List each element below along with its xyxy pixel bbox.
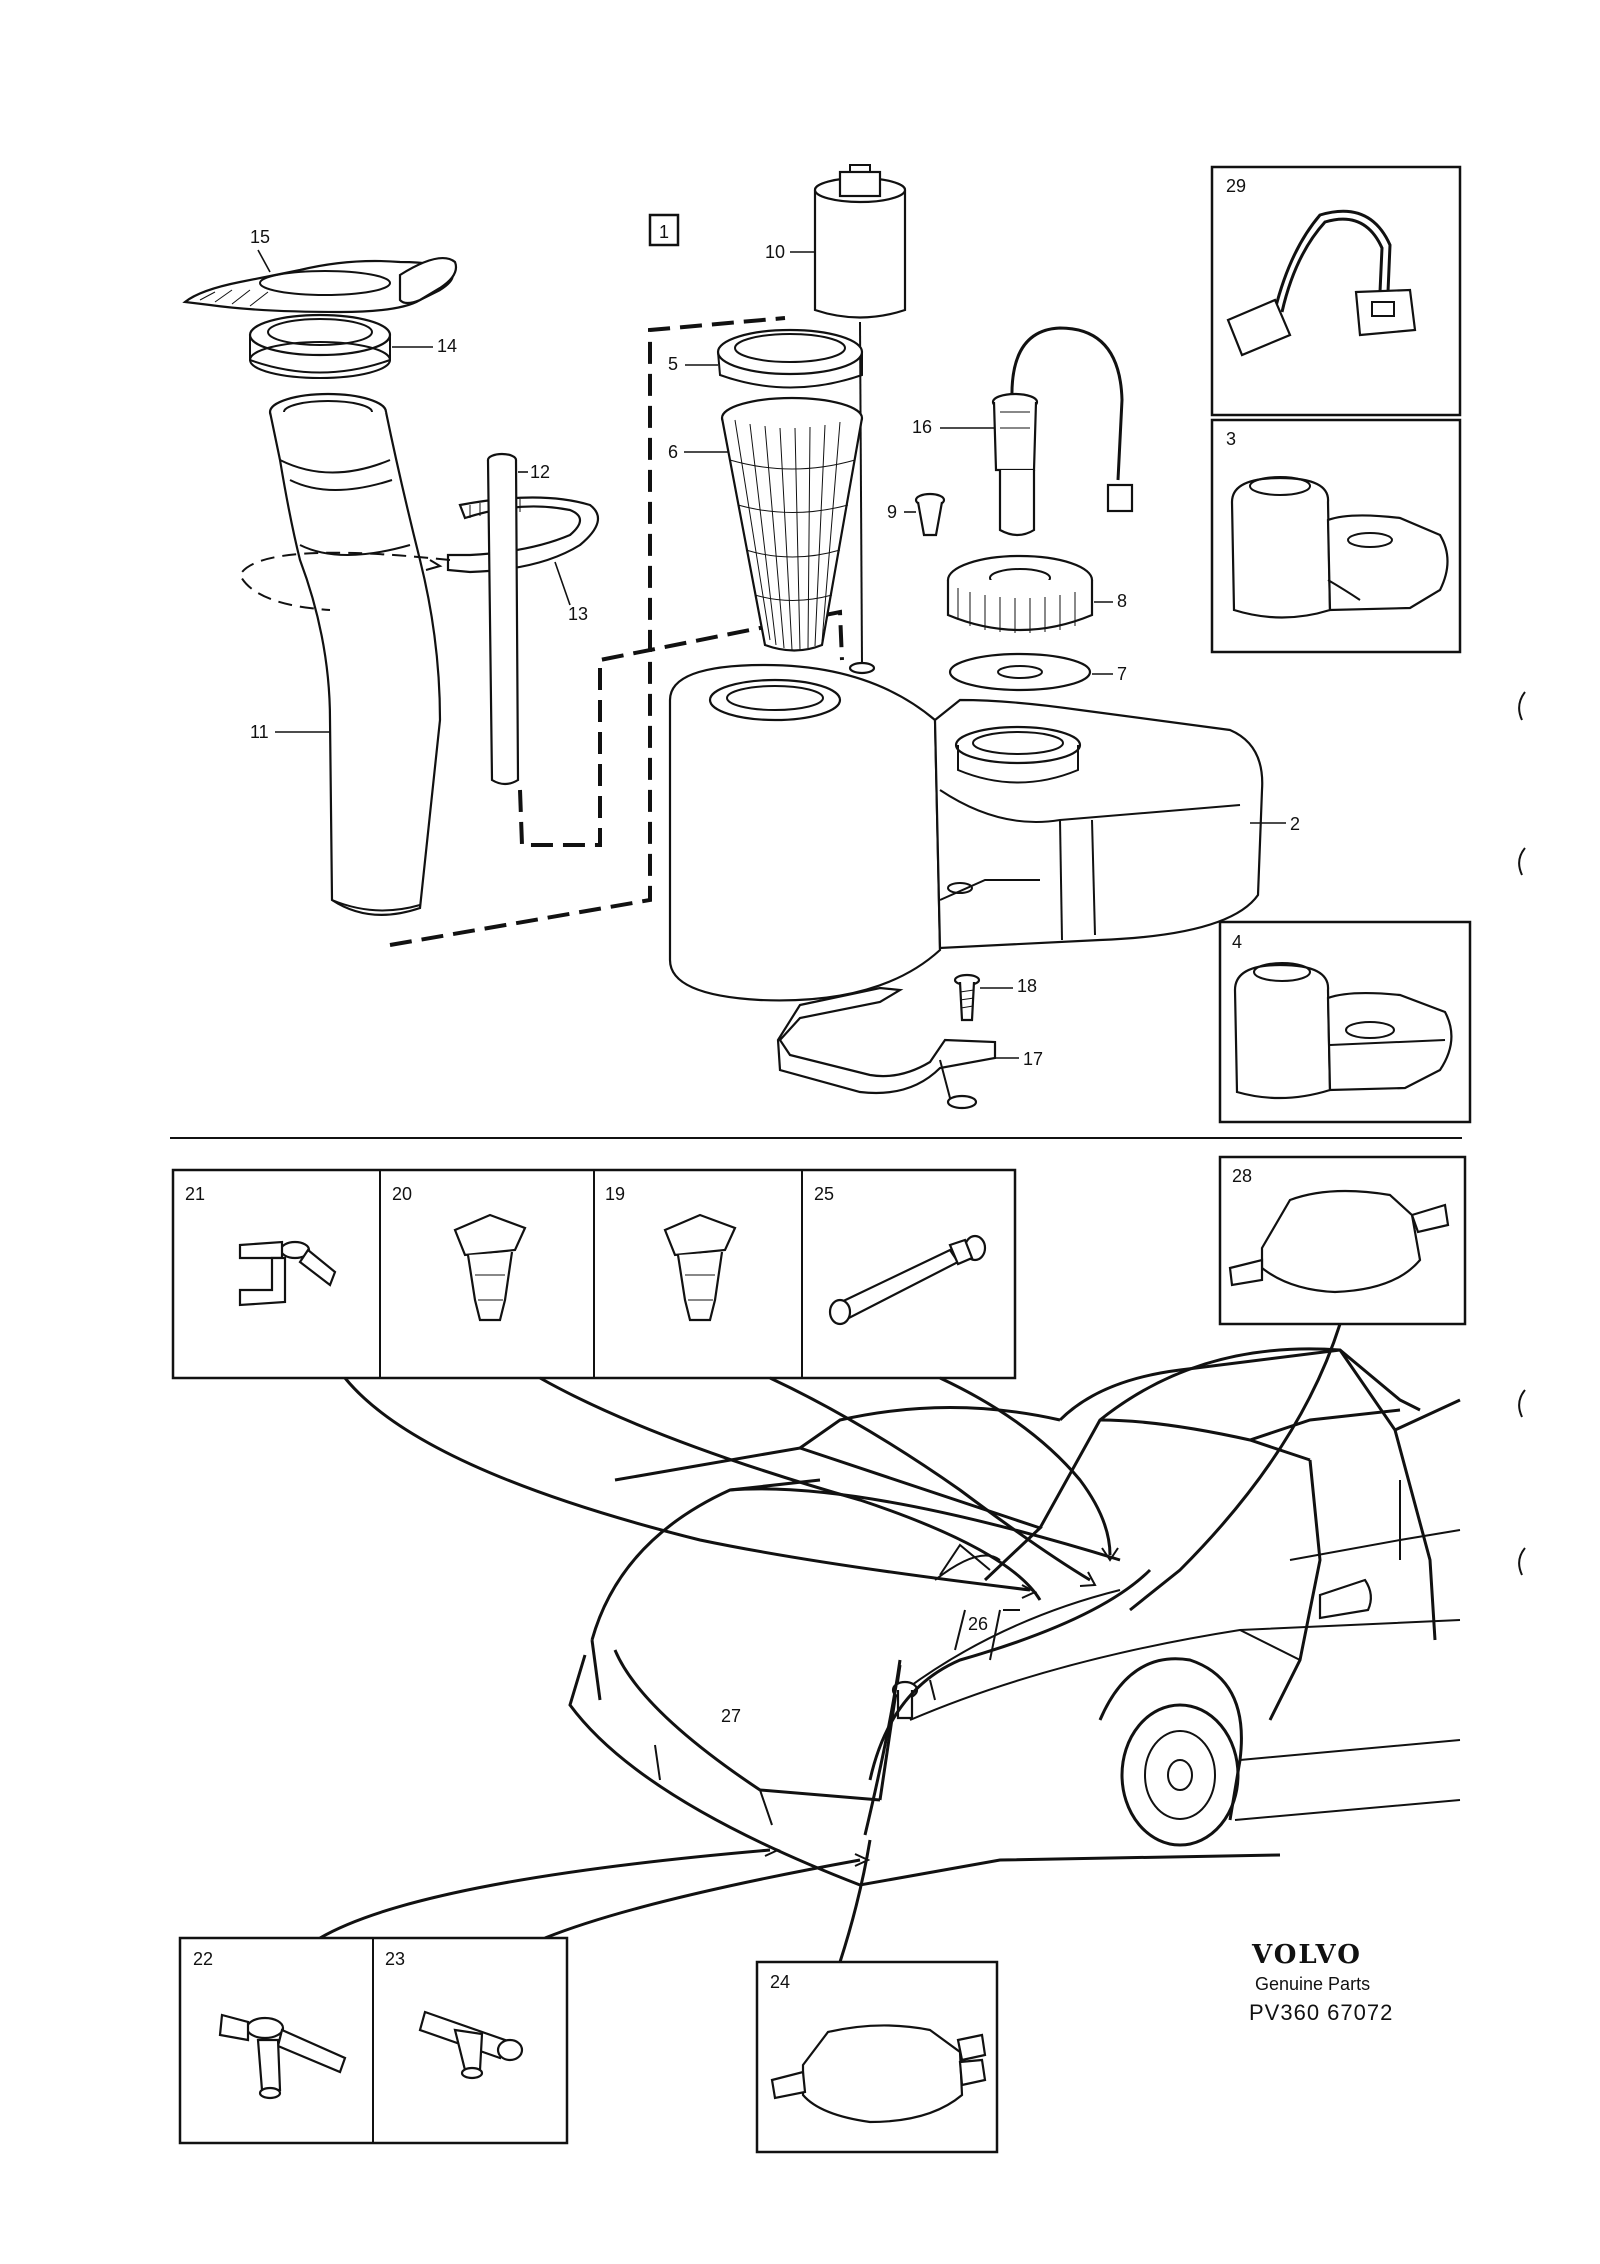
hose-routing-lines xyxy=(319,1323,1342,1963)
callout-25: 25 xyxy=(814,1184,834,1204)
callout-5: 5 xyxy=(668,354,678,374)
callout-1: 1 xyxy=(659,222,669,242)
callout-29: 29 xyxy=(1226,176,1246,196)
callout-24: 24 xyxy=(770,1972,790,1992)
part-23-t-connector xyxy=(418,2010,524,2080)
part-16-level-sensor xyxy=(991,326,1134,537)
part-9-grommet xyxy=(914,492,946,537)
part-11-filler-pipe xyxy=(268,392,442,916)
box-29-wiring-harness xyxy=(1210,165,1462,417)
part-5-ring xyxy=(716,328,864,389)
callout-16: 16 xyxy=(912,417,932,437)
part-25-straight-connector xyxy=(828,1234,987,1326)
brand-tagline: Genuine Parts xyxy=(1255,1974,1370,1994)
callout-2: 2 xyxy=(1290,814,1300,834)
part-6-filter-basket xyxy=(720,396,864,652)
callout-22: 22 xyxy=(193,1949,213,1969)
part-12-hose xyxy=(486,452,520,786)
box-3-reservoir-variant xyxy=(1210,418,1462,654)
callout-28: 28 xyxy=(1232,1166,1252,1186)
box-4-reservoir-variant xyxy=(1218,920,1472,1124)
box-28-pump xyxy=(1218,1155,1467,1326)
callout-15: 15 xyxy=(250,227,270,247)
callout-21: 21 xyxy=(185,1184,205,1204)
part-21-t-connector xyxy=(238,1240,337,1307)
part-19-nozzle xyxy=(663,1213,737,1322)
callout-18: 18 xyxy=(1017,976,1037,996)
car-front-view xyxy=(568,1347,1461,1887)
part-8-threaded-cap xyxy=(946,554,1094,633)
callout-6: 6 xyxy=(668,442,678,462)
callout-10: 10 xyxy=(765,242,785,262)
diagram-code: PV360 67072 xyxy=(1249,2000,1393,2025)
callout-19: 19 xyxy=(605,1184,625,1204)
callout-27: 27 xyxy=(721,1706,741,1726)
callout-13: 13 xyxy=(568,604,588,624)
callout-8: 8 xyxy=(1117,591,1127,611)
callout-17: 17 xyxy=(1023,1049,1043,1069)
part-15-filler-cap xyxy=(182,257,458,314)
callout-20: 20 xyxy=(392,1184,412,1204)
callout-14: 14 xyxy=(437,336,457,356)
part-7-washer xyxy=(948,652,1092,692)
connector-boxes-row xyxy=(171,1168,1017,1380)
volvo-logo: VOLVO xyxy=(1251,1940,1362,1970)
group-marker-1: 1 xyxy=(648,213,680,247)
callout-3: 3 xyxy=(1226,429,1236,449)
part-14-seal-ring xyxy=(248,313,392,379)
part-10-pump xyxy=(813,164,907,319)
part-20-nozzle xyxy=(453,1213,527,1322)
margin-marks xyxy=(1518,691,1526,1576)
box-24-pump xyxy=(755,1960,999,2154)
part-18-screw xyxy=(953,973,981,1022)
callout-23: 23 xyxy=(385,1949,405,1969)
callout-12: 12 xyxy=(530,462,550,482)
part-2-reservoir xyxy=(668,661,1264,1002)
callout-4: 4 xyxy=(1232,932,1242,952)
callout-7: 7 xyxy=(1117,664,1127,684)
part-17-bracket xyxy=(776,986,997,1110)
part-22-t-connector xyxy=(218,2013,347,2100)
callout-9: 9 xyxy=(887,502,897,522)
part-13-cable-tie xyxy=(446,496,600,574)
callout-11: 11 xyxy=(250,722,269,742)
callout-26: 26 xyxy=(968,1614,988,1634)
